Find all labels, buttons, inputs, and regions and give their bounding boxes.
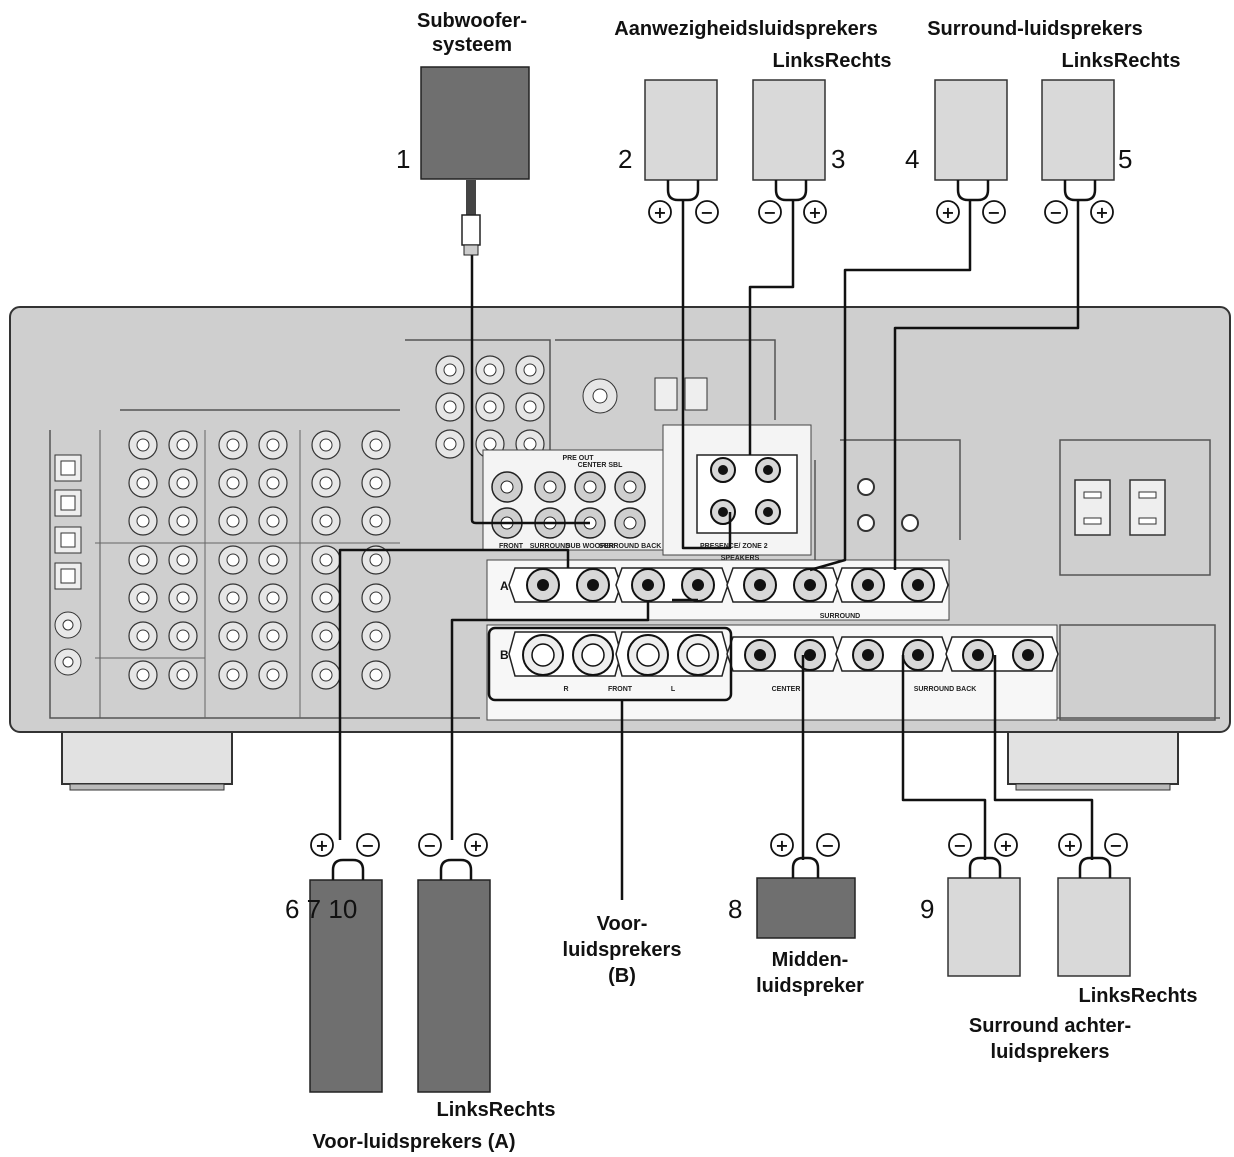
minus-icon: −: [1109, 836, 1122, 855]
front-r-label: R: [563, 686, 568, 693]
number-8: 8: [728, 894, 742, 924]
surround-back-left-right-label: LinksRechts: [1079, 985, 1198, 1007]
plus-icon: +: [315, 836, 328, 855]
center-terminal-label: CENTER: [772, 686, 801, 693]
number-9: 9: [920, 894, 934, 924]
pre-out-block: PRE OUT CENTER SBL FRONT SURROUND SUB WO…: [482, 449, 664, 551]
front-a-right-cable: [450, 600, 650, 840]
rca-jack-grid-top: [435, 355, 708, 459]
center-label-line1: Midden-: [772, 949, 849, 971]
polarity-symbols-bottom: + − − + + − − + + −: [310, 833, 1128, 857]
plus-icon: +: [941, 203, 954, 222]
surround-back-left-cable: [901, 655, 987, 860]
surround-left-right-label: LinksRechts: [1062, 50, 1181, 72]
surround-back-label-line2: luidsprekers: [991, 1041, 1110, 1063]
number-3: 3: [831, 144, 845, 174]
surround-speakers-label: Surround-luidsprekers: [927, 18, 1143, 40]
presence-speakers-label: Aanwezigheidsluidsprekers: [614, 18, 877, 40]
plus-icon: +: [775, 836, 788, 855]
left-foot: [61, 731, 233, 785]
front-b-label-line1: Voor-: [597, 913, 648, 935]
subwoofer-label-line2: systeem: [432, 34, 512, 56]
surround-back-terminal-label: SURROUND BACK: [914, 686, 977, 693]
plus-icon: +: [1095, 203, 1108, 222]
front-a-left-cable: [338, 548, 570, 840]
presence-left-cable: [681, 200, 732, 550]
center-sbl-label: CENTER SBL: [578, 462, 623, 469]
ac-outlets: [1074, 479, 1166, 536]
surround-back-preout-label: SURROUND BACK: [599, 543, 662, 550]
row-b-label: B: [500, 648, 509, 662]
speaker-cables: [338, 200, 1094, 900]
speakers-label: SPEAKERS: [721, 555, 760, 562]
minus-icon: −: [821, 836, 834, 855]
front-a-label: Voor-luidsprekers (A): [313, 1131, 516, 1153]
speaker-terminals: A B SURROUND: [486, 559, 1059, 721]
subwoofer-cable: [470, 252, 590, 525]
number-2: 2: [618, 144, 632, 174]
row-a-label: A: [500, 579, 509, 593]
digital-input-jacks: [54, 454, 82, 676]
presence-right-cable: [748, 200, 795, 455]
rca-jack-grid-left: [95, 430, 400, 718]
surround-right-cable: [893, 200, 1080, 570]
minus-icon: −: [700, 203, 713, 222]
surround-terminal-label: SURROUND: [820, 613, 860, 620]
number-6-7-10: 6 7 10: [285, 894, 357, 924]
number-4: 4: [905, 144, 919, 174]
pre-out-label: PRE OUT: [562, 455, 594, 462]
front-b-bracket: [487, 626, 733, 702]
number-1: 1: [396, 144, 410, 174]
front-b-label-line3: (B): [608, 965, 636, 987]
surround-left-cable: [809, 200, 972, 572]
plus-icon: +: [469, 836, 482, 855]
minus-icon: −: [953, 836, 966, 855]
plus-icon: +: [1063, 836, 1076, 855]
presence-terminal-block: PRESENCE/ ZONE 2 SPEAKERS: [662, 424, 812, 562]
presence-speakers: [644, 79, 826, 202]
surround-preout-label: SURROUND: [530, 543, 570, 550]
subwoofer: [420, 66, 530, 256]
receiver-rear-panel: PRE OUT CENTER SBL FRONT SURROUND SUB WO…: [9, 306, 1231, 791]
presence-left-right-label: LinksRechts: [773, 50, 892, 72]
surround-back-speakers: [947, 856, 1131, 977]
surround-back-label-line1: Surround achter-: [969, 1015, 1131, 1037]
polarity-symbols-top: + − − + + − − +: [648, 200, 1114, 224]
front-terminal-label: FRONT: [608, 686, 633, 693]
sub-woofer-label: SUB WOOFER: [566, 543, 614, 550]
subwoofer-label-line1: Subwoofer-: [417, 10, 527, 32]
plus-icon: +: [999, 836, 1012, 855]
right-foot: [1007, 731, 1179, 785]
front-preout-label: FRONT: [499, 543, 524, 550]
front-a-speakers: [309, 858, 491, 1093]
center-label-line2: luidspreker: [756, 975, 864, 997]
minus-icon: −: [763, 203, 776, 222]
front-b-label-line2: luidsprekers: [563, 939, 682, 961]
front-a-left-right-label: LinksRechts: [437, 1099, 556, 1121]
surround-speakers: [934, 79, 1115, 202]
presence-zone-label: PRESENCE/ ZONE 2: [700, 543, 768, 550]
plus-icon: +: [653, 203, 666, 222]
minus-icon: −: [361, 836, 374, 855]
minus-icon: −: [987, 203, 1000, 222]
number-5: 5: [1118, 144, 1132, 174]
center-speaker: [756, 856, 856, 939]
right-side-jacks: [857, 478, 919, 532]
minus-icon: −: [1049, 203, 1062, 222]
surround-back-right-cable: [993, 655, 1094, 860]
plus-icon: +: [808, 203, 821, 222]
front-l-label: L: [671, 686, 676, 693]
minus-icon: −: [423, 836, 436, 855]
